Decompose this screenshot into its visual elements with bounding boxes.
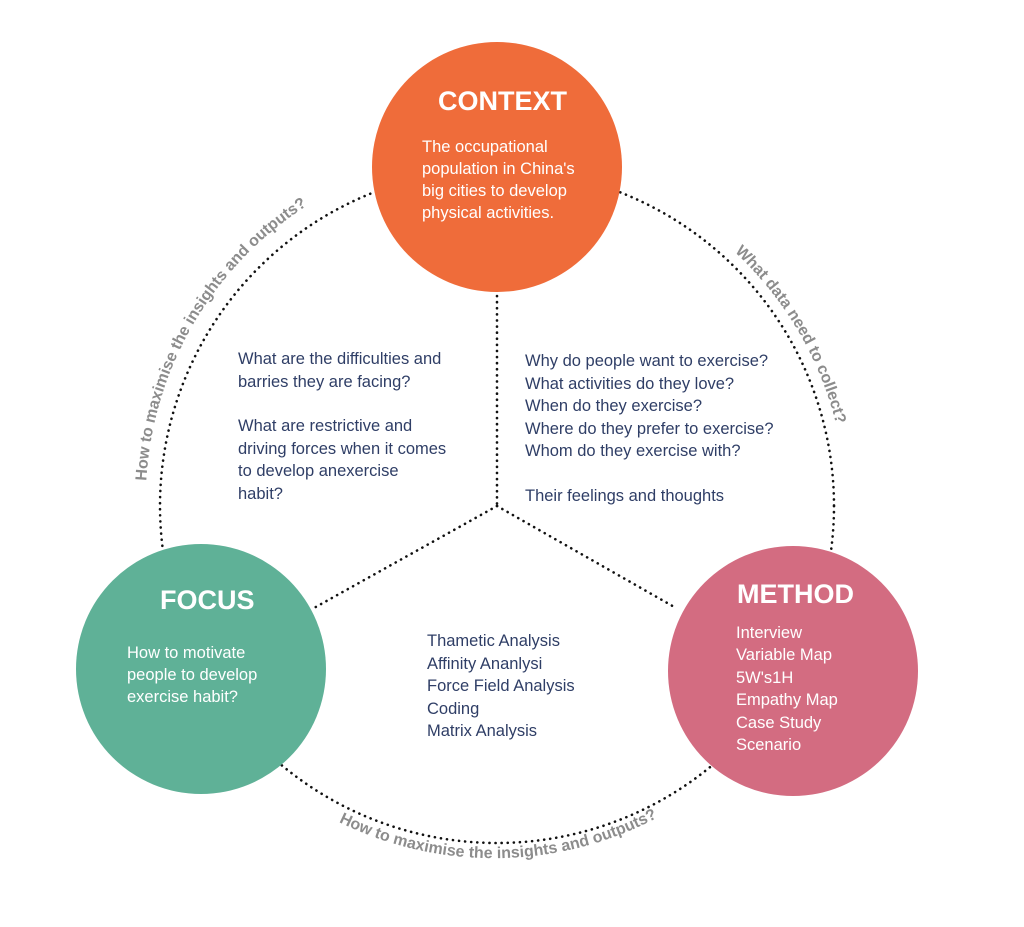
context-title: CONTEXT — [438, 86, 568, 116]
spoke-left — [312, 504, 499, 610]
right-segment-questions: Why do people want to exercise? What act… — [525, 352, 774, 505]
left-segment-questions: What are the difficulties and barries th… — [238, 350, 447, 503]
method-list: Interview Variable Map 5W's1H Empathy Ma… — [736, 622, 838, 756]
arc-label-bottom: How to maximise the insights and outputs… — [337, 806, 659, 862]
method-title: METHOD — [737, 579, 854, 609]
method-item: Interview — [736, 624, 803, 642]
spokes — [312, 294, 678, 610]
context-description: The occupational population in China's b… — [422, 138, 575, 222]
bottom-segment-analysis: Thametic Analysis Affinity Ananlysi Forc… — [427, 632, 575, 740]
focus-node — [76, 544, 326, 794]
method-item: 5W's1H — [736, 668, 794, 687]
spoke-right — [495, 504, 678, 610]
method-node — [668, 546, 918, 796]
method-item: Empathy Map — [736, 691, 838, 710]
context-node — [372, 42, 622, 292]
method-item: Case Study — [736, 713, 822, 732]
method-item: Variable Map — [736, 646, 832, 665]
focus-description: How to motivate people to develop exerci… — [127, 644, 258, 706]
method-item: Scenario — [736, 736, 802, 755]
outer-dotted-ring — [158, 167, 836, 845]
focus-title: FOCUS — [160, 585, 255, 615]
